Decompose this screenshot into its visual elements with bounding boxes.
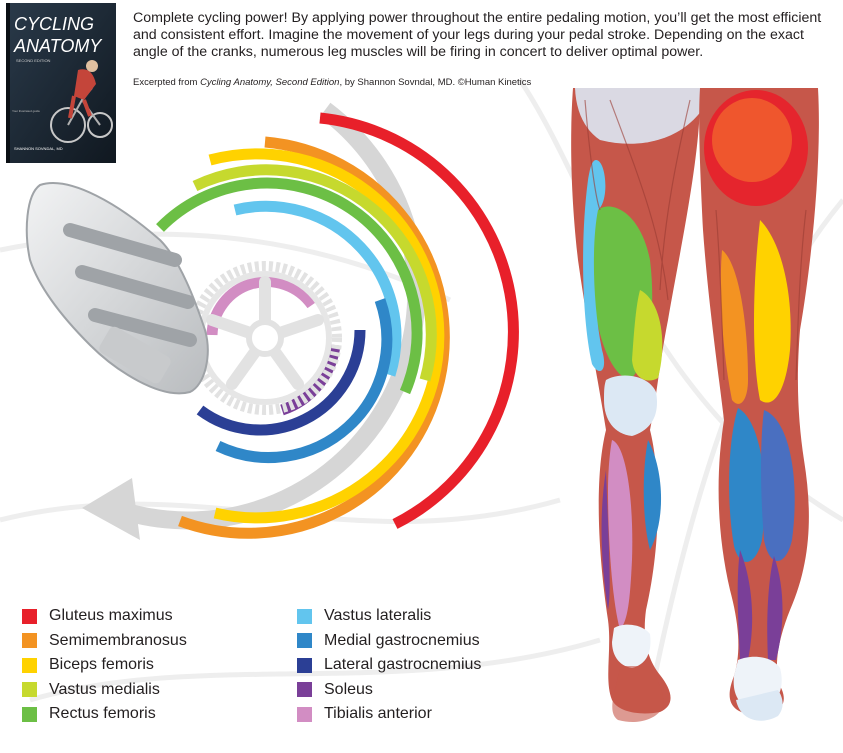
front-ankle	[612, 624, 651, 668]
legend-swatch	[297, 706, 312, 722]
legend-label: Rectus femoris	[49, 705, 156, 722]
feet	[612, 666, 783, 723]
book-edition: SECOND EDITION	[16, 58, 51, 63]
front-knee	[604, 375, 657, 436]
legend-item-biceps-femoris: Biceps femoris	[22, 654, 154, 676]
front-shin-gastrocnemius	[643, 440, 662, 550]
arc-lateral-gastrocnemius	[196, 329, 366, 436]
legend-item-gluteus-maximus: Gluteus maximus	[22, 605, 173, 627]
legend-label: Soleus	[324, 680, 373, 698]
legend-label: Medial gastrocnemius	[324, 631, 480, 649]
legend-item-vastus-lateralis: Vastus lateralis	[297, 605, 431, 627]
back-thigh-biceps-femoris	[754, 220, 791, 403]
legend-item-lateral-gastrocnemius: Lateral gastrocnemius	[297, 654, 481, 676]
activation-arcs	[156, 112, 519, 539]
legend-swatch	[297, 682, 312, 697]
chainring-icon	[188, 261, 342, 415]
credit-prefix: Excerpted from	[133, 77, 201, 88]
arc-vastus-lateralis	[233, 200, 402, 377]
cyclist-illustration	[50, 60, 113, 143]
legend-item-semimembranosus: Semimembranosus	[22, 630, 187, 652]
credit-line: Excerpted from Cycling Anatomy, Second E…	[133, 77, 833, 88]
credit-book-title: Cycling Anatomy, Second Edition	[200, 77, 340, 88]
legend-item-vastus-medialis: Vastus medialis	[22, 679, 160, 701]
book-cover: CYCLING ANATOMY SECOND EDITION Your illu…	[6, 3, 116, 163]
legend-label: Biceps femoris	[49, 656, 154, 673]
arc-medial-gastrocnemius	[215, 298, 393, 463]
arc-gluteus-maximus	[319, 112, 519, 529]
back-calf-lateral-gastrocnemius	[761, 410, 795, 562]
legend-swatch	[22, 682, 37, 697]
legend-item-medial-gastrocnemius: Medial gastrocnemius	[297, 630, 480, 652]
book-title-line1: CYCLING	[14, 14, 94, 34]
legend-item-tibialis-anterior: Tibialis anterior	[297, 703, 432, 725]
credit-suffix: , by Shannon Sovndal, MD. ©Human Kinetic…	[339, 77, 532, 88]
arc-biceps-femoris	[208, 148, 445, 524]
legend-label: Vastus medialis	[49, 680, 160, 698]
leg-back-view	[699, 88, 819, 715]
arrow-head	[82, 478, 140, 540]
book-title-line2: ANATOMY	[13, 36, 103, 56]
book-blurb: Your illustrated guide	[12, 109, 40, 113]
arc-rectus-femoris	[156, 177, 423, 395]
legend-label: Lateral gastrocnemius	[324, 656, 482, 673]
legend-label: Semimembranosus	[49, 631, 187, 649]
legend-swatch	[22, 608, 37, 624]
legend-item-soleus: Soleus	[297, 679, 373, 701]
legend-swatch	[297, 633, 312, 648]
legend-swatch	[22, 706, 37, 722]
intro-paragraph: Complete cycling power! By applying powe…	[133, 10, 822, 60]
arc-semimembranosus	[178, 136, 450, 539]
front-shin-tibialis-anterior	[608, 440, 633, 630]
legend-swatch	[297, 608, 312, 624]
book-author: SHANNON SOVNDAL, MD	[14, 146, 63, 151]
front-thigh-vastus-medialis	[632, 290, 663, 381]
legend-label: Gluteus maximus	[49, 607, 173, 624]
front-thigh-vastus-lateralis	[583, 160, 606, 372]
front-shin-soleus	[601, 470, 610, 610]
legend-swatch	[22, 657, 37, 673]
leg-front-view	[571, 88, 702, 714]
legend-item-rectus-femoris: Rectus femoris	[22, 703, 156, 725]
legend-label: Vastus lateralis	[324, 607, 432, 624]
arc-vastus-medialis	[192, 164, 437, 382]
back-calf-medial-gastrocnemius	[729, 408, 765, 562]
legend-swatch	[22, 633, 37, 648]
back-calf-soleus	[737, 550, 783, 660]
cycling-shoe-icon	[25, 182, 209, 395]
back-thigh-semimembranosus	[720, 250, 748, 404]
legend-label: Tibialis anterior	[324, 705, 432, 722]
front-hip	[575, 88, 702, 144]
legend-swatch	[297, 657, 312, 673]
back-leg-base	[699, 88, 819, 715]
back-gluteus-highlight	[712, 98, 792, 182]
